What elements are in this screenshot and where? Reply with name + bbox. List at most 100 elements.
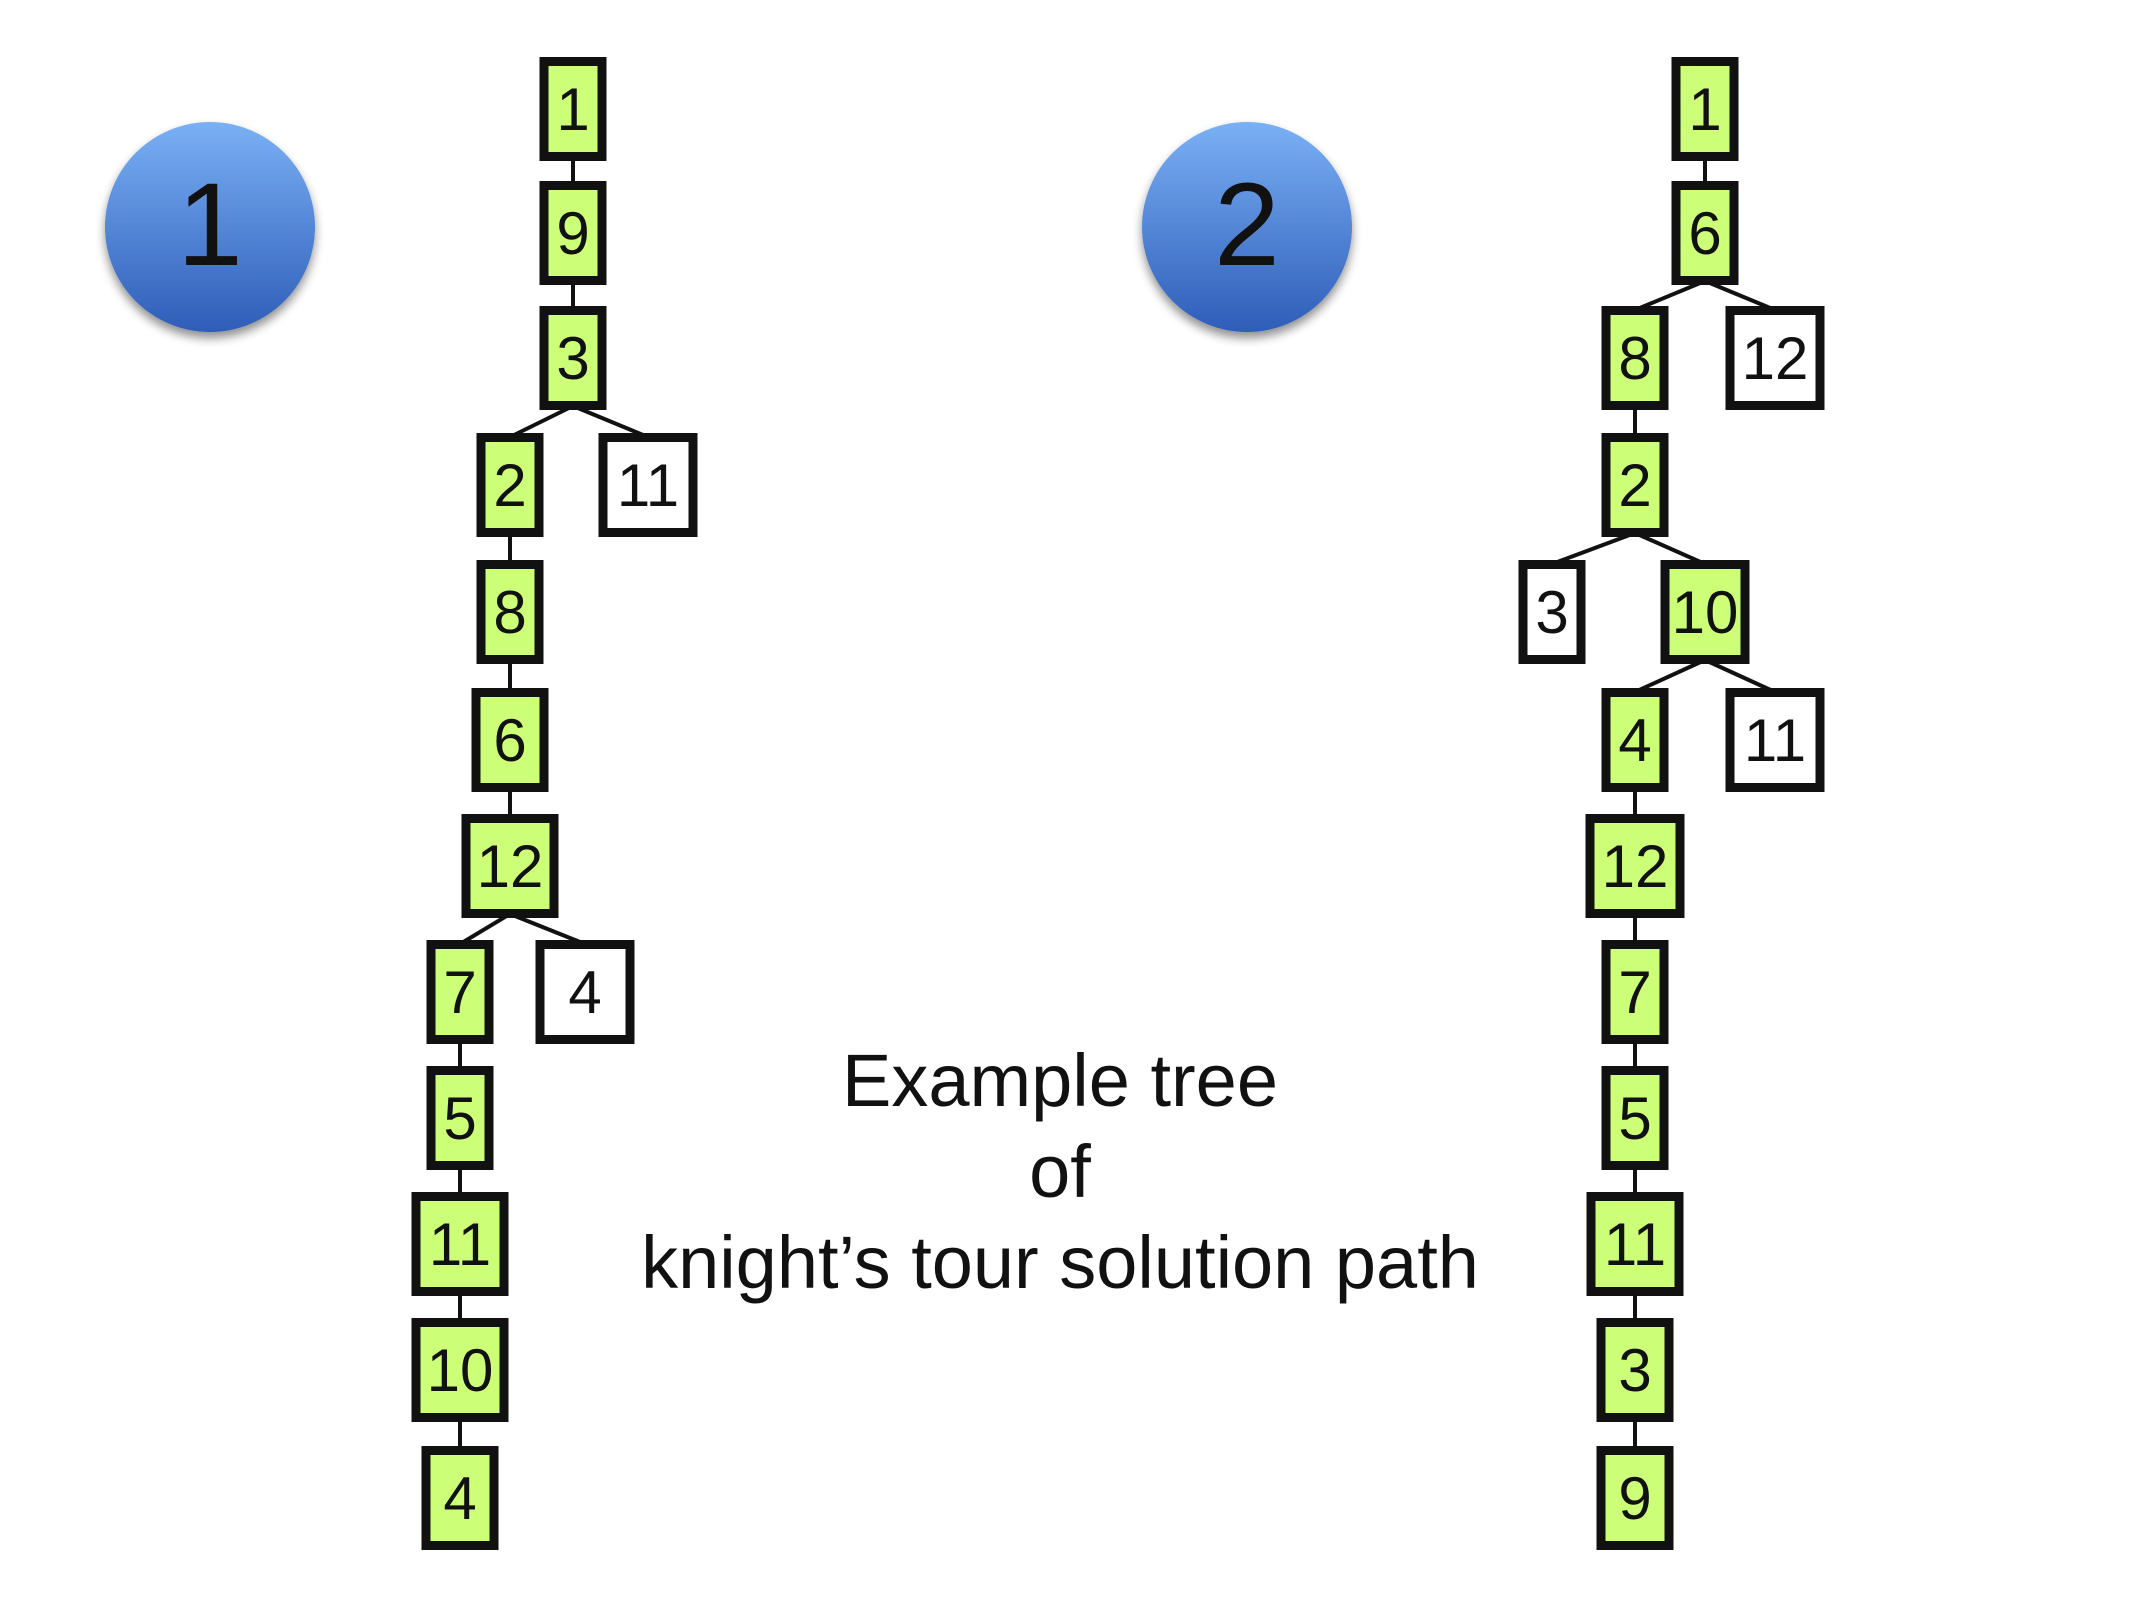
tree-1: 1 9 32 8 6 127 5 11 10 4 11 4	[411, 57, 698, 1550]
node-label: 5	[1618, 1085, 1651, 1152]
node-label: 3	[1535, 579, 1568, 646]
path-edge	[509, 404, 574, 439]
node-label: 12	[477, 833, 544, 900]
node-label: 12	[1742, 325, 1809, 392]
path-edge	[1634, 279, 1706, 312]
node-box	[539, 57, 607, 161]
node-box	[539, 306, 607, 410]
path-node: 2	[1601, 433, 1669, 537]
path-edge	[1634, 658, 1706, 694]
node-label: 8	[1618, 325, 1651, 392]
branch-node: 4	[535, 940, 635, 1044]
path-node: 9	[539, 181, 607, 285]
path-node: 1	[1671, 57, 1739, 161]
node-box	[476, 560, 544, 664]
node-box	[1660, 560, 1750, 664]
node-box	[461, 814, 559, 918]
tree-edges	[1551, 157, 1776, 1450]
node-label: 8	[493, 579, 526, 646]
node-label: 6	[493, 707, 526, 774]
path-edge	[1634, 531, 1706, 566]
caption-line: knight’s tour solution path	[641, 1221, 1479, 1304]
node-box	[535, 940, 635, 1044]
path-node: 8	[1601, 306, 1669, 410]
node-label: 11	[617, 452, 679, 519]
path-node: 10	[411, 1318, 509, 1422]
node-box	[426, 1066, 494, 1170]
caption-line: of	[1029, 1130, 1091, 1213]
tree-edges	[458, 157, 649, 1450]
path-node: 4	[1601, 688, 1669, 792]
path-node: 12	[461, 814, 559, 918]
path-node: 4	[421, 1446, 499, 1550]
node-box	[1601, 433, 1669, 537]
node-label: 12	[1602, 833, 1669, 900]
branch-edge	[1551, 531, 1636, 566]
node-label: 10	[1672, 579, 1739, 646]
node-box	[539, 181, 607, 285]
path-node: 10	[1660, 560, 1750, 664]
branch-node: 12	[1725, 306, 1825, 410]
node-box	[1596, 1318, 1674, 1422]
node-label: 11	[429, 1211, 491, 1278]
node-label: 11	[1604, 1211, 1666, 1278]
node-box	[421, 1446, 499, 1550]
node-box	[1586, 1192, 1684, 1296]
node-label: 1	[556, 76, 589, 143]
path-node: 8	[476, 560, 544, 664]
path-node: 6	[1671, 181, 1739, 285]
node-box	[1671, 57, 1739, 161]
path-node: 6	[471, 688, 549, 792]
node-box	[1601, 1066, 1669, 1170]
node-label: 6	[1688, 200, 1721, 267]
node-label: 9	[556, 200, 589, 267]
badge-label: 1	[177, 159, 243, 291]
tree-2: 1 68 2 10 4 12 7 5 11 3 9 12 3 11	[1518, 57, 1825, 1550]
node-box	[476, 433, 544, 537]
path-node: 3	[1596, 1318, 1674, 1422]
node-label: 4	[568, 959, 601, 1026]
node-box	[1601, 306, 1669, 410]
node-label: 7	[443, 959, 476, 1026]
node-box	[1671, 181, 1739, 285]
node-label: 7	[1618, 959, 1651, 1026]
path-node: 11	[1586, 1192, 1684, 1296]
node-label: 11	[1744, 707, 1806, 774]
tree-1-badge: 1	[105, 122, 315, 332]
path-node: 5	[1601, 1066, 1669, 1170]
diagram-caption: Example tree of knight’s tour solution p…	[570, 1035, 1550, 1308]
node-label: 2	[493, 452, 526, 519]
node-box	[1725, 688, 1825, 792]
node-label: 2	[1618, 452, 1651, 519]
node-label: 9	[1618, 1465, 1651, 1532]
path-node: 1	[539, 57, 607, 161]
node-label: 5	[443, 1085, 476, 1152]
branch-edge	[572, 404, 649, 439]
path-node: 7	[426, 940, 494, 1044]
path-edge	[458, 912, 512, 946]
path-node: 3	[539, 306, 607, 410]
node-box	[471, 688, 549, 792]
node-label: 3	[1618, 1337, 1651, 1404]
branch-node: 11	[1725, 688, 1825, 792]
path-node: 7	[1601, 940, 1669, 1044]
path-node: 11	[411, 1192, 509, 1296]
node-label: 4	[1618, 707, 1651, 774]
node-box	[1725, 306, 1825, 410]
node-box	[598, 433, 698, 537]
path-node: 2	[476, 433, 544, 537]
branch-edge	[509, 912, 586, 946]
node-label: 10	[427, 1337, 494, 1404]
node-box	[1518, 560, 1586, 664]
caption-line: Example tree	[842, 1039, 1278, 1122]
path-node: 9	[1596, 1446, 1674, 1550]
node-label: 1	[1688, 76, 1721, 143]
node-box	[426, 940, 494, 1044]
badge-circle	[1142, 122, 1352, 332]
node-box	[411, 1318, 509, 1422]
path-node: 12	[1585, 814, 1685, 918]
branch-node: 3	[1518, 560, 1586, 664]
node-box	[1596, 1446, 1674, 1550]
badge-label: 2	[1214, 159, 1280, 291]
